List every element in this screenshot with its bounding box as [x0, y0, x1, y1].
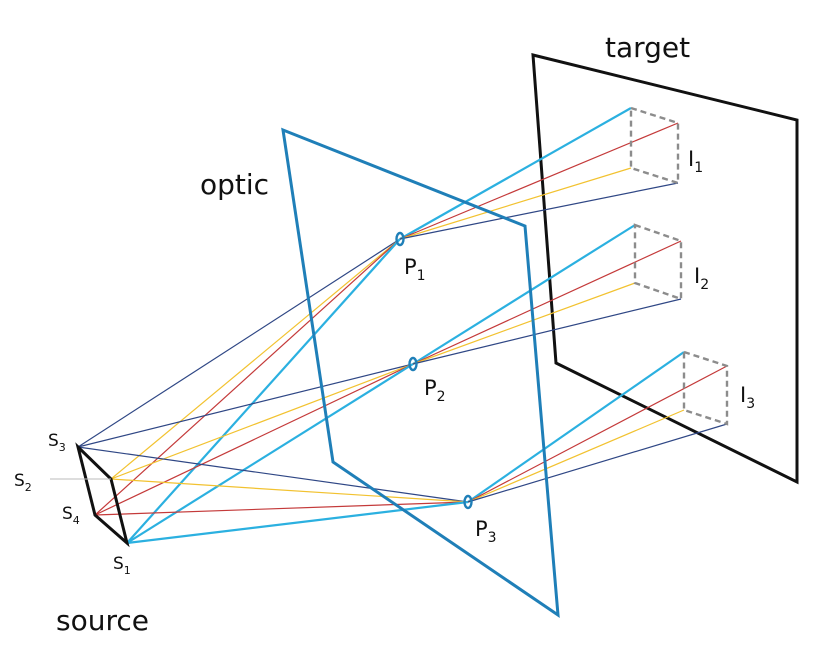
pinhole-marker-1 [395, 231, 405, 247]
pinhole-label-3: P3 [475, 517, 497, 546]
target-label: target [605, 31, 690, 64]
optic-plane [281, 127, 560, 619]
ray-s2-p1 [110, 238, 401, 480]
ray-s1-p2 [126, 363, 414, 544]
image-label-1: I1 [688, 147, 703, 176]
ray-p1-i1-s2 [399, 167, 632, 240]
image-label-3: I3 [740, 383, 755, 412]
ray-s3-p2 [77, 363, 414, 448]
ray-s3-p3 [77, 446, 469, 503]
ray-s2-p3 [110, 478, 469, 503]
image-box-2 [633, 223, 683, 301]
pinhole-label-2: P2 [424, 376, 446, 405]
ray-p3-i3-s4 [467, 365, 728, 503]
source-point-label-2: S2 [14, 471, 32, 494]
image-box-1 [629, 106, 680, 185]
ray-p3-i3-s2 [467, 409, 685, 503]
image-label-2: I2 [694, 264, 709, 293]
ray-p3-i3-s1 [467, 351, 685, 503]
pinhole-marker-2 [408, 356, 418, 372]
image-rays [399, 107, 728, 503]
ray-s3-p1 [77, 238, 401, 448]
ray-s4-p3 [94, 501, 469, 516]
target-plane [531, 53, 799, 485]
ray-p2-i2-s1 [412, 224, 636, 365]
image-box-3 [682, 350, 729, 426]
pinhole-markers [395, 231, 473, 510]
ray-p2-i2-s3 [412, 298, 682, 365]
source-point-label-3: S3 [48, 431, 66, 454]
ray-p3-i3-s3 [467, 423, 728, 503]
ray-s4-p1 [94, 238, 401, 516]
source-rays [77, 238, 469, 545]
source-point-label-1: S1 [113, 554, 131, 577]
ray-s1-p3 [126, 500, 469, 545]
source-box [75, 442, 130, 548]
ray-s2-p2 [110, 363, 414, 480]
source-point-label-4: S4 [62, 504, 80, 527]
ray-p1-i1-s1 [399, 107, 632, 240]
ray-s4-p2 [94, 363, 414, 516]
ray-p1-i1-s3 [399, 182, 679, 240]
pinhole-marker-3 [463, 494, 473, 510]
optic-label: optic [200, 168, 269, 201]
ray-p2-i2-s2 [412, 282, 636, 365]
source-label: source [56, 604, 149, 637]
ray-p2-i2-s4 [412, 240, 682, 365]
image-boxes [629, 106, 729, 426]
ray-s1-p1 [126, 238, 401, 544]
pinhole-label-1: P1 [404, 255, 426, 284]
